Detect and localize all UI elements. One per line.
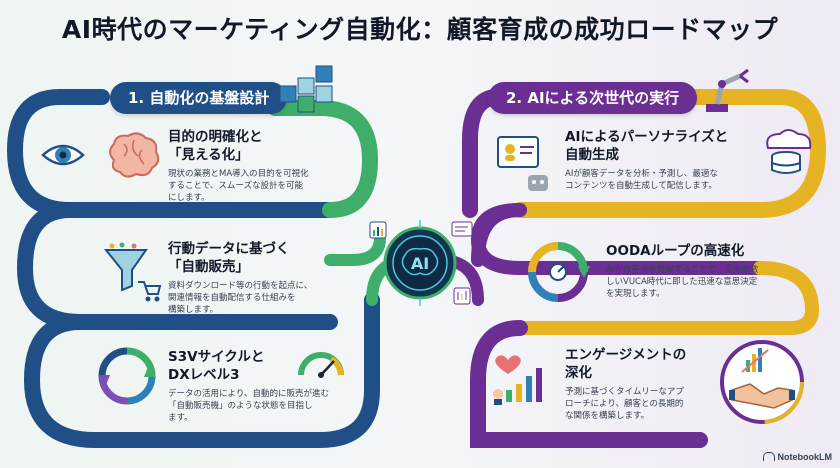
gauge-icon	[298, 352, 344, 378]
cycle-arrows-icon	[98, 347, 156, 405]
blocks-icon	[279, 65, 333, 113]
card-desc: 資料ダウンロード等の行動を起点に、 関連情報を自動配信する仕組みを 構築します。	[168, 281, 313, 315]
handshake-icon	[720, 340, 804, 424]
card-title: OODAループの高速化	[606, 243, 745, 259]
page-title: AI時代のマーケティング自動化：顧客育成の成功ロードマップ	[61, 15, 779, 44]
card-title: 目的の明確化と 「見える化」	[168, 129, 263, 163]
brand-label: NotebookLM	[777, 452, 833, 462]
card-auto-sales: 行動データに基づく 「自動販売」 資料ダウンロード等の行動を起点に、 関連情報を…	[168, 240, 363, 316]
card-desc: 現状の業務とMA導入の目的を可視化 することで、スムーズな設計を可能 にします。	[168, 169, 309, 203]
card-title: AIによるパーソナライズと 自動生成	[565, 129, 729, 163]
brain-icon	[109, 132, 160, 178]
left-path	[6, 89, 401, 448]
card-desc: データの活用により、自動的に販売が進む 「自動販売機」のような状態を目指し ます…	[168, 389, 329, 423]
ai-chip-label: AI	[411, 254, 429, 273]
card-title: エンゲージメントの 深化	[565, 347, 687, 381]
section-label-ai-execution: 2. AIによる次世代の実行	[488, 82, 698, 114]
card-visualize: 目的の明確化と 「見える化」 現状の業務とMA導入の目的を可視化 することで、ス…	[168, 128, 358, 204]
funnel-icon	[103, 242, 162, 302]
cloud-database-icon	[766, 129, 812, 174]
brand-logo: NotebookLM	[762, 452, 833, 462]
ai-chip	[383, 220, 457, 306]
robot-arm-icon	[706, 68, 749, 112]
card-desc: 予測に基づくタイムリーなアプ ローチにより、顧客との長期的 な関係を構築します。	[565, 387, 684, 421]
card-title: S3Vサイクルと DXレベル3	[168, 349, 265, 383]
right-path	[449, 89, 827, 448]
profile-screen-icon	[497, 136, 548, 191]
card-personalize: AIによるパーソナライズと 自動生成 AIが顧客データを分析・予測し、最適な コ…	[565, 128, 755, 192]
eye-icon	[41, 144, 85, 166]
card-desc: AIが改善点を提案することで、変化の激 しいVUCA時代に即した迅速な意思決定 …	[606, 265, 759, 299]
engagement-chart-icon	[493, 355, 542, 405]
data-tile-icon	[369, 221, 473, 305]
card-title: 行動データに基づく 「自動販売」	[168, 241, 290, 275]
ooda-loop-icon	[528, 242, 590, 302]
card-engagement: エンゲージメントの 深化 予測に基づくタイムリーなアプ ローチにより、顧客との長…	[565, 346, 715, 422]
card-desc: AIが顧客データを分析・予測し、最適な コンテンツを自動生成して配信します。	[565, 169, 718, 191]
card-ooda: OODAループの高速化 AIが改善点を提案することで、変化の激 しいVUCA時代…	[606, 242, 806, 300]
card-s3v-dx: S3Vサイクルと DXレベル3 データの活用により、自動的に販売が進む 「自動販…	[168, 348, 368, 424]
notebooklm-icon	[762, 452, 775, 461]
section-label-foundation: 1. 自動化の基盤設計	[110, 82, 288, 114]
